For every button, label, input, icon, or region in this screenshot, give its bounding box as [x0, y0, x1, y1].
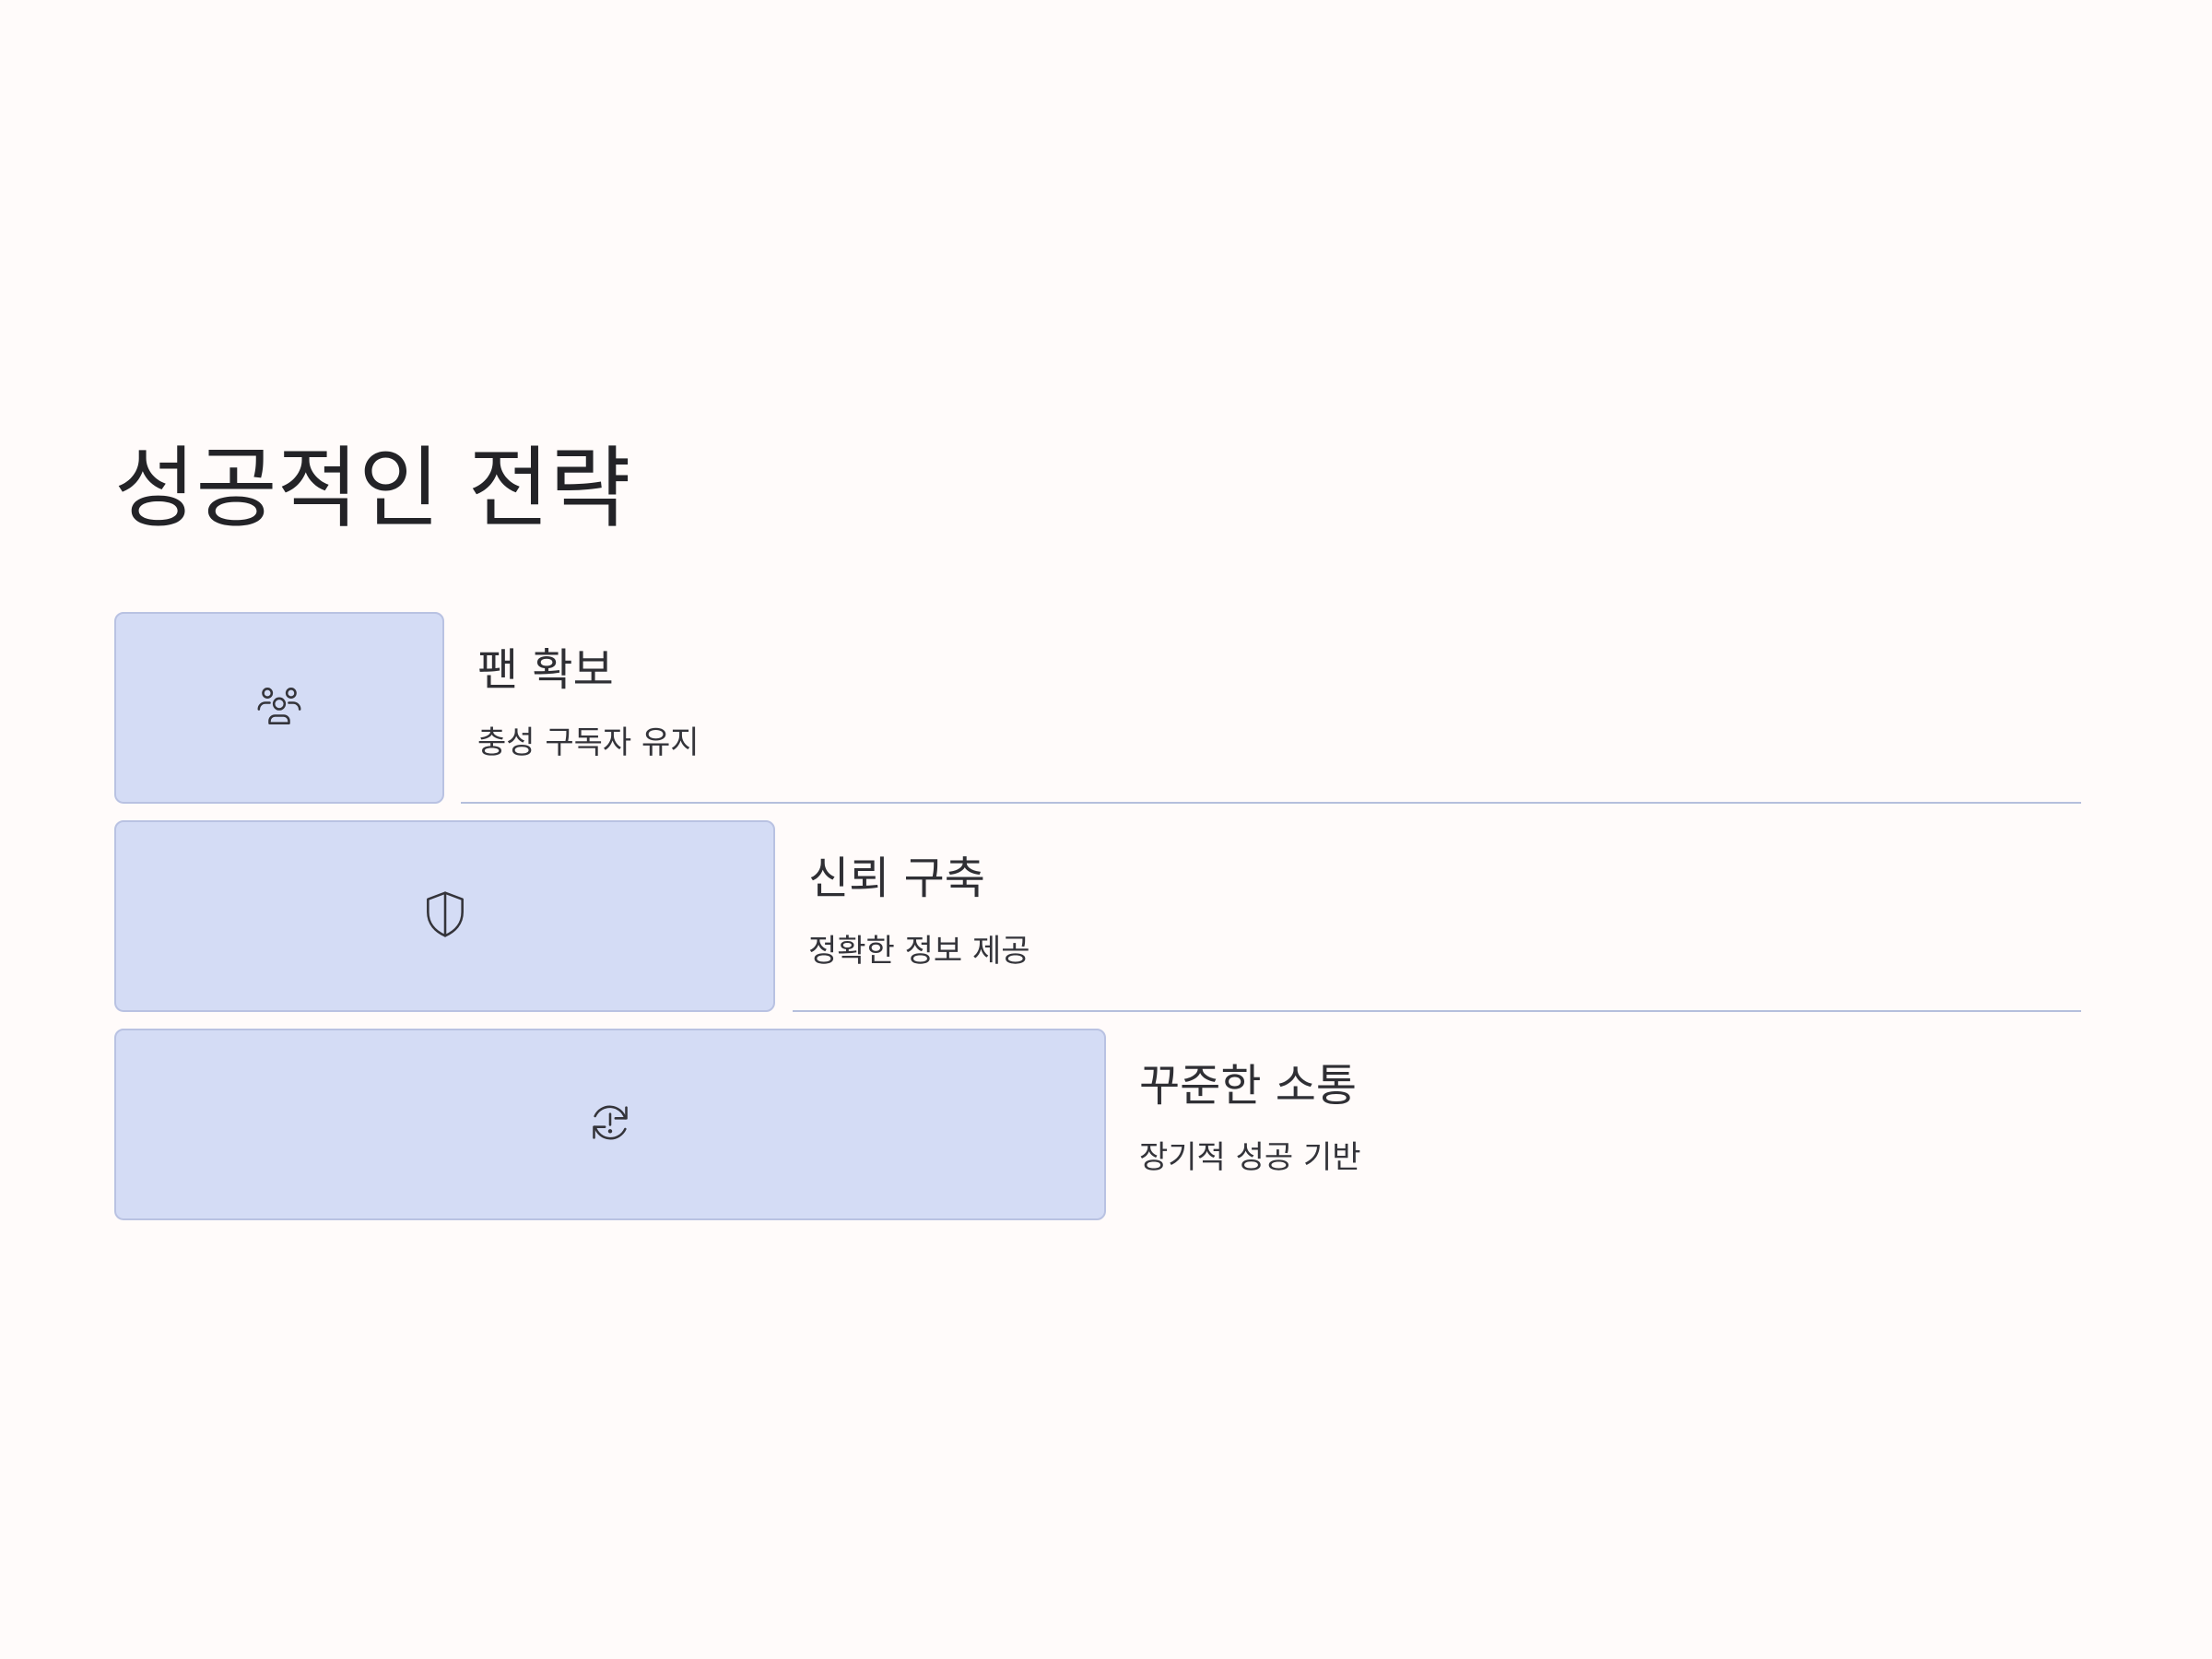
step-2-divider: [793, 1010, 2081, 1012]
step-1-divider: [461, 802, 2081, 804]
step-3-title: 꾸준한 소통: [1139, 1060, 1358, 1112]
refresh-alert-icon: [584, 1097, 636, 1152]
users-icon: [253, 680, 305, 735]
step-2-title: 신뢰 구축: [808, 853, 985, 904]
page-title: 성공적인 전략: [114, 437, 631, 540]
step-1-title: 팬 확보: [477, 644, 614, 696]
step-2-box: [114, 820, 775, 1012]
step-1-desc: 충성 구독자 유지: [477, 724, 700, 761]
step-1-box: [114, 612, 444, 804]
step-3-box: [114, 1029, 1106, 1220]
step-2-desc: 정확한 정보 제공: [808, 933, 1030, 970]
step-3-desc: 장기적 성공 기반: [1139, 1139, 1361, 1176]
shield-icon: [419, 888, 471, 944]
